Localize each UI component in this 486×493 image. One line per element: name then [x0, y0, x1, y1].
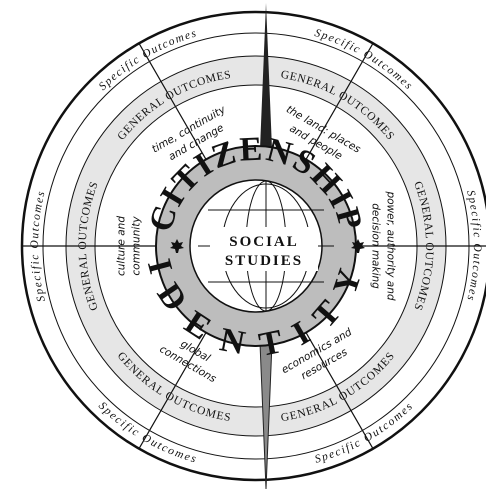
sector-divider-line: [305, 332, 374, 449]
center-title-line2: STUDIES: [225, 253, 303, 269]
sector-divider-line: [138, 332, 207, 449]
sector-dividers: [22, 43, 486, 449]
sector-divider-line: [305, 43, 374, 160]
center-label-box: [210, 227, 318, 271]
strand-label-line: decision making: [370, 203, 382, 289]
maple-leaf-icon: [351, 239, 365, 253]
strand-label-line: culture and: [116, 216, 128, 276]
strand-label-line: community: [131, 216, 143, 276]
center-title-line1: SOCIAL: [229, 234, 299, 250]
sector-divider-line: [138, 43, 207, 160]
strand-label-line: power, authority and: [385, 190, 397, 300]
maple-leaf-icon: [170, 239, 184, 253]
